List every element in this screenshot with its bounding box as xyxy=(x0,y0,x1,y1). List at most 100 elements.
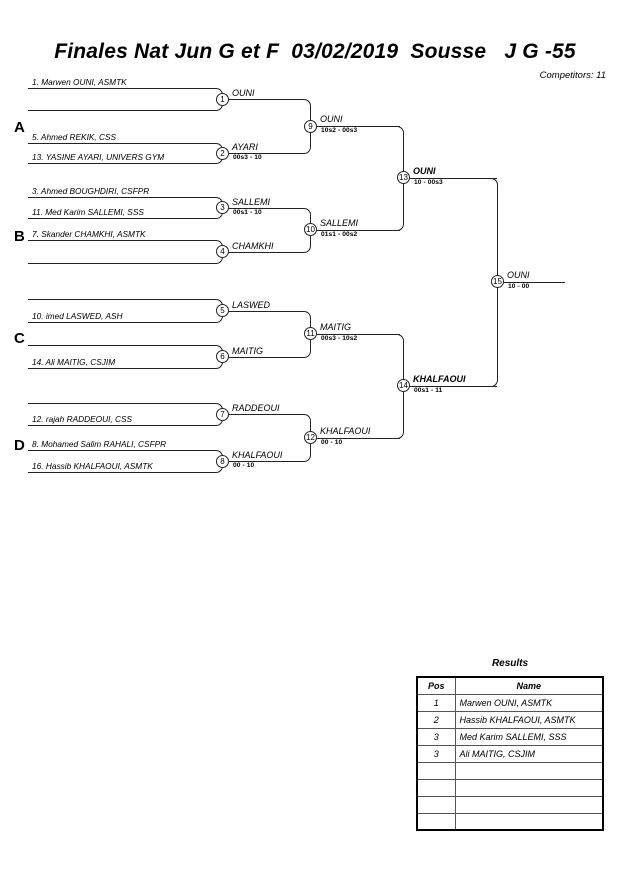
results-row xyxy=(416,795,604,814)
match-5-marker[interactable]: 5 xyxy=(216,304,229,317)
match-8-slot-top-line xyxy=(28,450,215,451)
match-9-winner-line xyxy=(317,126,400,127)
match-13-score: 10 - 00s3 xyxy=(414,178,443,186)
match-11-marker[interactable]: 11 xyxy=(304,327,317,340)
match-15-score: 10 - 00 xyxy=(508,282,530,290)
match-5-slot-top-line xyxy=(28,299,215,300)
match-13-marker[interactable]: 13 xyxy=(397,171,410,185)
match-5-winner-line xyxy=(229,310,258,312)
match-8-competitor-bottom: 16. Hassib KHALFAOUI, ASMTK xyxy=(32,461,153,471)
results-row-name xyxy=(454,778,604,797)
page-title: Finales Nat Jun G et F 03/02/2019 Sousse… xyxy=(54,40,576,63)
match-4-slot-bottom-line xyxy=(28,263,215,264)
match-3-marker[interactable]: 3 xyxy=(216,201,229,214)
match-6-winner-line xyxy=(229,356,258,358)
match-14-marker[interactable]: 14 xyxy=(397,379,410,392)
match-6-marker[interactable]: 6 xyxy=(216,350,229,363)
match-2-score: 00s3 - 10 xyxy=(233,154,262,161)
match-1-slot-top-line xyxy=(28,88,215,89)
match-6-competitor-bottom: 14. Ali MAITIG, CSJIM xyxy=(32,357,116,367)
match-7-slot-bottom-line xyxy=(28,425,215,426)
match-2-competitor-bottom: 13. YASINE AYARI, UNIVERS GYM xyxy=(32,152,165,162)
match-10-feed-top xyxy=(258,207,303,209)
match-2-slot-bottom-line xyxy=(28,163,215,164)
match-11-feed-top xyxy=(258,310,303,312)
match-12-winner-line xyxy=(317,437,400,439)
match-1-marker[interactable]: 1 xyxy=(216,92,229,106)
match-4-slot-top-line xyxy=(28,240,215,241)
group-label-d: D xyxy=(14,437,25,454)
match-6-slot-bottom-line xyxy=(28,368,215,369)
match-7-winner-name: RADDEOUI xyxy=(232,403,280,413)
match-2-winner-line xyxy=(229,153,258,154)
group-label-b: B xyxy=(14,228,25,245)
match-4-winner-name: CHAMKHI xyxy=(232,240,274,251)
match-13-elbow-bottom xyxy=(395,177,404,231)
results-row-name: Ali MAITIG, CSJIM xyxy=(454,744,604,763)
match-9-score: 10s2 - 00s3 xyxy=(321,127,358,134)
match-1-winner-name: OUNI xyxy=(232,88,255,98)
results-row-position xyxy=(416,812,456,831)
match-8-slot-bottom-line xyxy=(28,472,215,473)
match-3-winner-name: SALLEMI xyxy=(232,196,271,207)
match-11-elbow-top xyxy=(302,310,311,335)
match-3-score: 00s1 - 10 xyxy=(233,208,262,216)
match-9-winner-name: OUNI xyxy=(320,114,343,124)
match-7-slot-top-line xyxy=(28,403,215,404)
match-2-marker[interactable]: 2 xyxy=(216,146,229,160)
match-10-winner-line xyxy=(317,229,400,231)
results-row-name: Marwen OUNI, ASMTK xyxy=(454,693,604,712)
match-3-slot-top-line xyxy=(28,197,215,198)
match-13-winner-name: OUNI xyxy=(413,165,436,176)
results-row-position: 3 xyxy=(416,744,456,763)
match-9-marker[interactable]: 9 xyxy=(304,119,317,133)
match-4-competitor-top: 7. Skander CHAMKHI, ASMTK xyxy=(32,229,146,239)
match-15-winner-line xyxy=(504,281,565,283)
match-7-marker[interactable]: 7 xyxy=(216,407,229,421)
match-8-score: 00 - 10 xyxy=(233,462,255,469)
match-2-winner-name: AYARI xyxy=(232,142,258,152)
match-14-winner-name: KHALFAOUI xyxy=(413,373,466,384)
match-9-feed-top xyxy=(258,99,303,100)
match-8-winner-line xyxy=(229,461,258,462)
match-8-winner-name: KHALFAOUI xyxy=(232,450,283,460)
group-label-c: C xyxy=(14,330,25,347)
results-row-position xyxy=(416,795,456,814)
match-14-winner-line xyxy=(410,385,497,387)
match-4-marker[interactable]: 4 xyxy=(216,245,229,258)
results-row-name xyxy=(454,812,604,831)
match-10-elbow-top xyxy=(302,207,311,231)
match-1-slot-bottom-line xyxy=(28,110,215,111)
match-15-marker[interactable]: 15 xyxy=(491,275,504,289)
match-2-slot-top-line xyxy=(28,143,215,144)
match-12-marker[interactable]: 12 xyxy=(304,431,317,444)
match-15-winner-name: OUNI xyxy=(507,269,530,280)
results-header-row: Pos Name xyxy=(416,676,604,695)
match-10-elbow-bottom xyxy=(302,229,311,253)
match-7-winner-line xyxy=(229,414,258,415)
match-9-feed-bottom xyxy=(258,153,303,154)
match-4-winner-line xyxy=(229,251,258,253)
match-8-marker[interactable]: 8 xyxy=(216,454,229,468)
results-row-name xyxy=(454,761,604,780)
results-row-name: Hassib KHALFAOUI, ASMTK xyxy=(454,710,604,729)
results-row-position xyxy=(416,761,456,780)
results-col-name: Name xyxy=(454,676,604,695)
results-row xyxy=(416,778,604,797)
match-10-marker[interactable]: 10 xyxy=(304,223,317,236)
match-2-competitor-top: 5. Ahmed REKIK, CSS xyxy=(32,132,117,142)
match-11-winner-line xyxy=(317,333,400,335)
match-11-winner-name: MAITIG xyxy=(320,321,351,332)
results-row-name: Med Karim SALLEMI, SSS xyxy=(454,727,604,746)
results-row xyxy=(416,812,604,831)
match-15-elbow-bottom xyxy=(489,281,498,387)
match-5-winner-name: LASWED xyxy=(232,299,271,310)
match-15-elbow-top xyxy=(489,177,498,283)
match-14-score: 00s1 - 11 xyxy=(414,386,443,394)
match-11-elbow-bottom xyxy=(302,333,311,358)
match-12-feed-top xyxy=(258,414,303,415)
